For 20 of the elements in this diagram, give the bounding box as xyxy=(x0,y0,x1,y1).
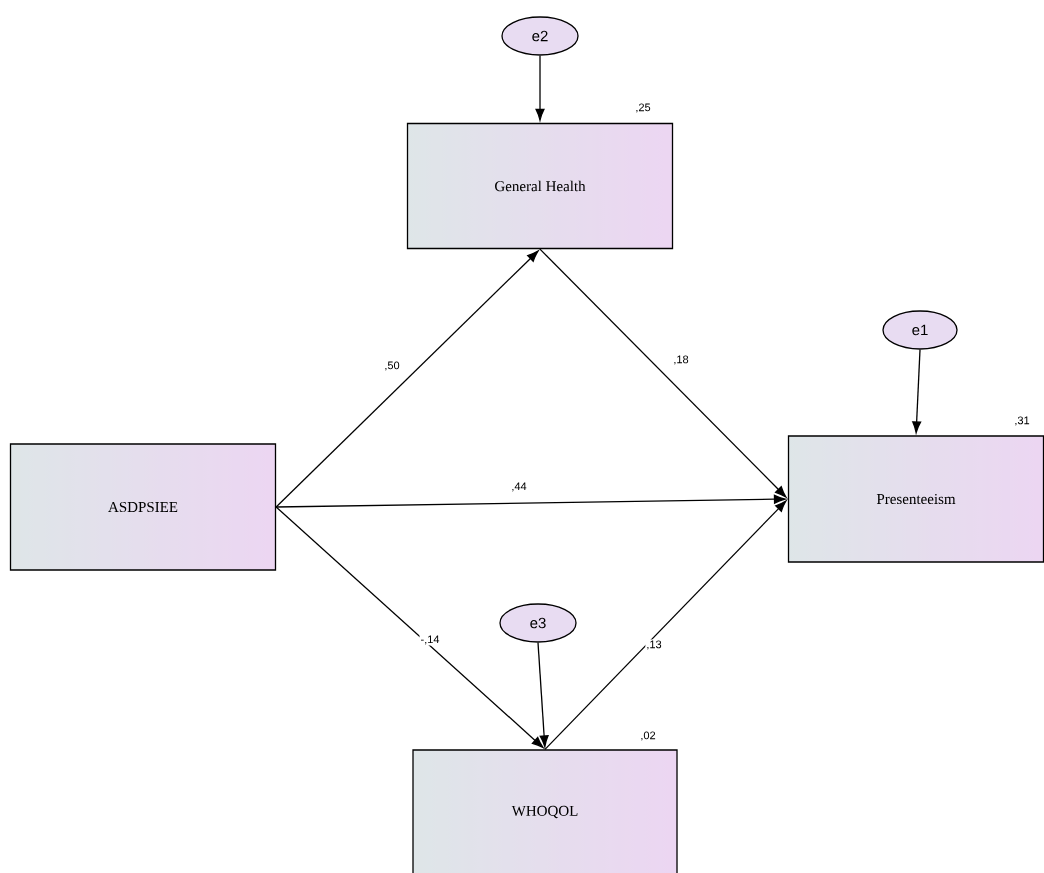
variable-box: ASDPSIEE xyxy=(9,443,277,571)
r-squared-label: ,02 xyxy=(641,731,656,741)
arrow xyxy=(275,494,786,508)
variable-box: WHOQOL xyxy=(412,749,678,873)
path-coefficient: ,50 xyxy=(383,360,401,372)
arrow xyxy=(537,642,549,748)
arrow xyxy=(539,248,787,498)
arrow xyxy=(275,250,539,508)
variable-box: Presenteeism xyxy=(787,435,1044,563)
arrow xyxy=(912,349,922,434)
arrow xyxy=(544,500,787,750)
path-coefficient: ,13 xyxy=(645,639,663,651)
variable-box: General Health xyxy=(406,122,674,250)
path-coefficient: -,14 xyxy=(419,634,441,646)
arrow xyxy=(535,55,545,121)
arrow xyxy=(275,506,544,749)
path-coefficient: ,44 xyxy=(510,481,528,493)
r-squared-label: ,25 xyxy=(636,103,651,113)
path-coefficient: ,18 xyxy=(672,354,690,366)
r-squared-label: ,31 xyxy=(1015,416,1030,426)
